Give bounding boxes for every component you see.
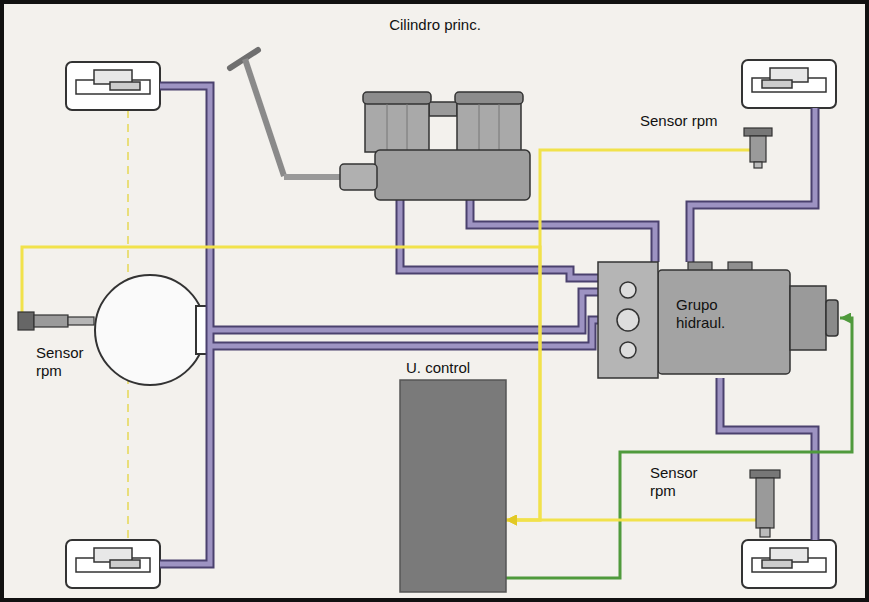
illustration-part [365,98,429,152]
master-cylinder-label: Cilindro princ. [335,16,535,34]
illustration-part [756,478,774,528]
brake-line-stroke [470,200,655,262]
illustration-part [400,380,506,592]
master-cylinder: Cilindro princ. [335,14,535,200]
illustration-part [375,150,530,200]
illustration-part [750,136,766,162]
master-cylinder-picture [335,14,535,200]
illustration-part [620,342,636,358]
wheel-brake [742,60,836,108]
illustration-part [455,92,523,104]
brake-disc [76,558,150,572]
illustration-part [750,470,780,478]
speed-sensor-label: Sensor rpm [36,344,96,380]
wheel-brake [66,62,160,110]
illustration-part [68,317,94,325]
sensor-wire-stroke [506,519,646,522]
illustration-part [754,162,762,168]
illustration-part [407,104,408,152]
illustration-part [429,102,457,116]
control-unit: U. control [400,358,506,592]
control-unit-picture [400,358,506,592]
brake-line [720,378,815,540]
brake-line [400,200,600,278]
illustration-part [636,149,750,152]
illustration-part [499,104,500,152]
speed-sensor-label: Sensor rpm [640,112,778,130]
illustration-part [387,104,388,152]
control-unit-label: U. control [406,359,506,377]
brake-disc [752,558,826,572]
illustration-part [18,312,34,330]
illustration-part [363,92,431,104]
wheel-brake [66,540,160,588]
wheel-outline [742,60,836,108]
brake-disc [752,78,826,92]
brake-pedal-lever [245,59,284,176]
brake-pad [762,560,792,568]
speed-sensor: Sensor rpm [646,462,782,538]
push-rod [284,174,342,180]
wheel-brake [742,540,836,588]
illustration-part [744,128,772,136]
illustration-part [479,104,480,152]
speed-sensor: Sensor rpm [636,110,778,168]
illustration-part [658,270,790,374]
brake-pad [110,560,140,568]
brake-pad [110,82,140,90]
brake-line [160,86,210,564]
brake-line [400,200,600,278]
illustration-part [617,309,639,331]
brake-disc [76,80,150,94]
brake-line [690,108,815,262]
brake-line [470,200,655,262]
illustration-part [598,262,658,378]
brake-line [160,86,210,564]
speed-sensor-label: Sensor rpm [650,464,710,500]
sensor-wire [506,520,646,521]
illustration-part [646,519,756,522]
illustration-part [620,282,636,298]
illustration-part [340,164,377,190]
illustration-part [790,286,826,350]
illustration-part [457,98,521,152]
wheel-outline [66,62,160,110]
differential [95,275,205,385]
brake-line-stroke [470,200,655,262]
speed-sensor: Sensor rpm [12,298,100,398]
wheel-outline [66,540,160,588]
brake-pad [762,80,792,88]
wheel-outline [742,540,836,588]
hydraulic-unit-label: Grupo hidraul. [676,296,760,332]
illustration-part [760,528,770,537]
brake-line [690,108,815,262]
hydraulic-unit: Grupo hidraul. [598,262,840,378]
illustration-part [826,300,838,336]
brake-line [720,378,815,540]
illustration-part [34,315,68,327]
